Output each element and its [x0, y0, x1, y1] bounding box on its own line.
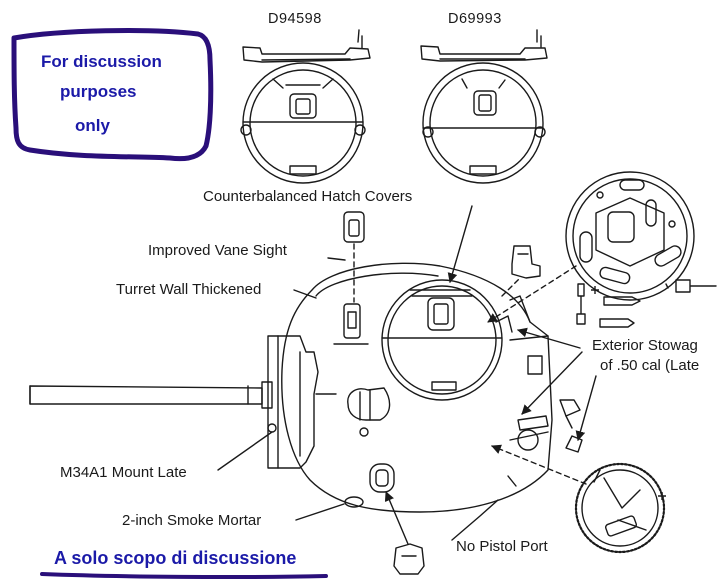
loader-hatch-detail [565, 171, 695, 301]
note-discussion-line1: For discussion [41, 52, 162, 71]
stowage-brackets [559, 399, 583, 453]
label-turret-wall: Turret Wall Thickened [116, 281, 262, 298]
hatch-left-profile [242, 29, 371, 63]
traverse-ring-detail [574, 462, 666, 554]
label-smoke-mortar: 2-inch Smoke Mortar [122, 512, 262, 529]
label-exterior-stowage-1: Exterior Stowag [592, 337, 698, 354]
exploded-dash-lines [353, 243, 587, 485]
note-underline [40, 572, 328, 580]
note-discussion-italian: A solo scopo di discussione [54, 548, 297, 568]
leader-lines [217, 205, 597, 545]
plus-markers [591, 286, 666, 500]
hatch-right-plan [422, 62, 546, 184]
periscope-guard-exploded [511, 245, 541, 279]
note-discussion-line2: purposes [60, 82, 137, 101]
hatch-right-profile [420, 29, 548, 62]
note-box-outline [11, 28, 214, 162]
turret-body [29, 262, 553, 513]
label-vane-sight: Improved Vane Sight [148, 242, 287, 259]
note-discussion-line3: only [75, 116, 110, 135]
label-pistol-port: No Pistol Port [456, 538, 548, 555]
small-hardware-parts [576, 279, 717, 328]
label-exterior-stowage-2: of .50 cal (Late [600, 357, 700, 374]
guard-exploded-bottom [393, 543, 425, 575]
part-code-left: D94598 [268, 11, 322, 27]
hatch-left-plan [240, 62, 366, 184]
label-mount: M34A1 Mount Late [60, 464, 187, 481]
label-hatch-covers: Counterbalanced Hatch Covers [203, 188, 413, 205]
part-code-right: D69993 [448, 11, 502, 27]
vane-sight-exploded [343, 211, 365, 243]
